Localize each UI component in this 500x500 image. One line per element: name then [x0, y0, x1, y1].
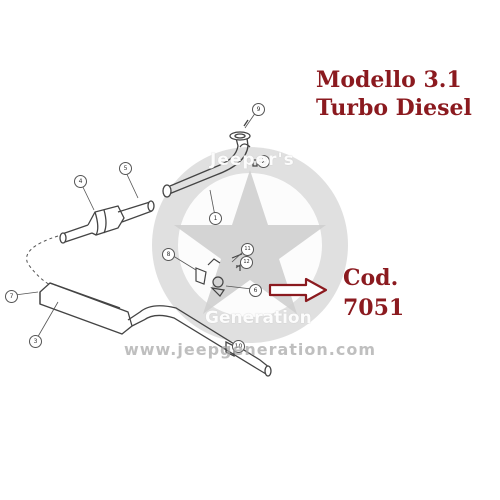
part-callout: 9 — [252, 103, 265, 116]
dashed-connector — [26, 235, 59, 287]
model-title: Modello 3.1 Turbo Diesel — [316, 66, 496, 122]
part-callout: 2 — [257, 155, 270, 168]
part-callout: 7 — [5, 290, 18, 303]
part-callout: 3 — [29, 335, 42, 348]
watermark-url: www.jeepgeneration.com — [123, 340, 376, 359]
product-code: Cod. 7051 — [343, 263, 423, 323]
front-pipe-converter — [59, 200, 155, 244]
muffler-tailpipe — [39, 282, 272, 377]
star-icon — [174, 170, 326, 314]
model-title-line1: Modello 3.1 — [316, 67, 462, 93]
watermark-bottom-text: Generation — [205, 308, 312, 328]
product-code-number: 7051 — [343, 295, 405, 321]
part-callout: 12 — [240, 256, 253, 269]
watermark-top-text: Jeeper's — [210, 150, 295, 170]
downpipe — [162, 119, 258, 198]
part-callout: 5 — [119, 162, 132, 175]
part-callout: 1 — [209, 212, 222, 225]
part-callout: 11 — [241, 243, 254, 256]
part-callout: 10 — [232, 340, 245, 353]
part-callout: 6 — [249, 284, 262, 297]
model-title-line2: Turbo Diesel — [316, 95, 472, 121]
part-callout: 8 — [162, 248, 175, 261]
part-callout: 4 — [74, 175, 87, 188]
arrow-right-icon — [268, 277, 328, 303]
product-code-label: Cod. — [343, 265, 399, 291]
